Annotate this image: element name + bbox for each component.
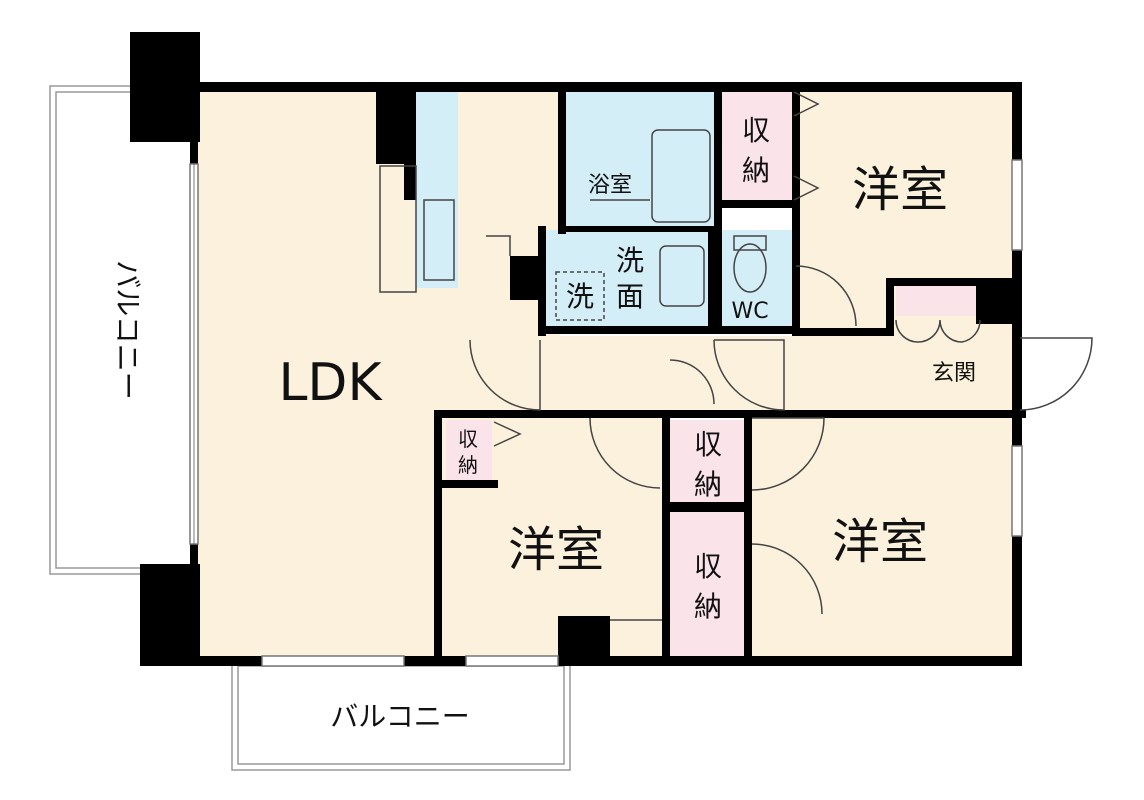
floor-storage-top [722,92,792,202]
svg-text:収: 収 [694,550,722,583]
wall-storage-bottom [722,200,800,208]
floor-storage-small [446,420,492,482]
svg-text:収: 収 [742,114,770,147]
label-storage-mid-upper: 収 納 [694,428,722,501]
wall-washroom-bottom [538,326,794,334]
wall-western-right-left [744,414,752,662]
wall-corridor-bottom [434,410,1026,418]
balcony-bottom-inner [237,665,565,765]
label-western-right: 洋室 [832,514,928,570]
svg-text:収: 収 [458,427,478,451]
label-washer: 洗 [566,280,594,313]
toilet-tank-icon [733,235,767,251]
door-storage-small [493,421,522,447]
label-balcony-left: バルコニー [111,260,144,399]
wall-right [1012,82,1022,666]
door-washroom [669,359,715,405]
pillar-entrance [976,278,1016,324]
washer-space [555,271,605,321]
wall-western-mid-left [434,410,442,662]
door-shoebox [895,319,981,343]
wall-western-top-bottom [792,328,890,336]
door-storage-top-a [793,91,820,117]
wall-washroom-top [558,226,714,232]
wall-entrance-top [886,278,1022,286]
label-balcony-bottom: バルコニー [330,700,469,733]
label-storage-mid-lower: 収 納 [694,550,722,623]
window-right-top [1011,159,1023,251]
label-entrance: 玄関 [932,361,976,386]
svg-text:納: 納 [742,154,770,187]
label-western-mid: 洋室 [508,522,604,578]
svg-text:収: 収 [694,428,722,461]
floor-storage-mid-upper [670,420,746,502]
wall-washroom-left [538,226,546,336]
window-bottom-mid [465,655,559,667]
label-washroom-1: 洗 [616,244,644,277]
wall-wc-left [708,228,714,332]
svg-text:納: 納 [694,590,722,623]
wall-bath-left [558,92,566,234]
window-bottom-ldk [261,655,405,667]
window-right-bottom [1011,445,1023,537]
floor-western-right [748,414,1020,660]
label-storage-small: 収 納 [458,427,478,477]
door-corridor [713,339,785,411]
balcony-left-inner [55,91,195,569]
label-washroom-2: 面 [616,280,644,313]
pillar-bottom-left [140,564,200,664]
door-entrance [1019,337,1093,411]
label-ldk: LDK [278,353,383,413]
floor-entrance-shoebox [896,286,980,316]
wall-western-mid-right [662,414,670,662]
label-western-top: 洋室 [852,162,948,218]
label-wc: WC [731,299,768,324]
wall-top [196,82,1022,92]
wall-storage-small-bottom [440,480,498,488]
pillar-bottom-mid [558,616,610,662]
washbasin-icon [659,245,705,307]
door-western-top [795,265,857,327]
wall-kitchen [404,92,416,200]
svg-text:納: 納 [458,453,478,477]
wall-storage-right [792,92,800,336]
kitchen-sink [423,199,455,281]
floor-corridor [540,336,1020,414]
label-bath: 浴室 [588,173,632,198]
toilet-icon [733,243,767,293]
wall-storage-divider [666,502,748,512]
door-western-right [751,417,825,491]
floor-storage-mid-lower [670,512,746,656]
svg-text:納: 納 [694,468,722,501]
pillar-top-left [130,32,200,142]
floor-kitchen-counter [416,92,458,288]
door-western-mid [589,417,661,489]
door-storage-top-b [793,175,820,201]
floor-wc [714,230,794,330]
floor-bath [566,92,716,226]
door-washroom-small [486,235,511,256]
door-ldk [469,339,541,411]
wall-bath-right [714,92,722,332]
wall-entrance-left [886,278,894,336]
kitchen-island [379,165,417,293]
label-storage-top: 収 納 [742,114,770,187]
bathtub-icon [651,129,711,223]
door-storage-mid-lower [751,543,823,615]
